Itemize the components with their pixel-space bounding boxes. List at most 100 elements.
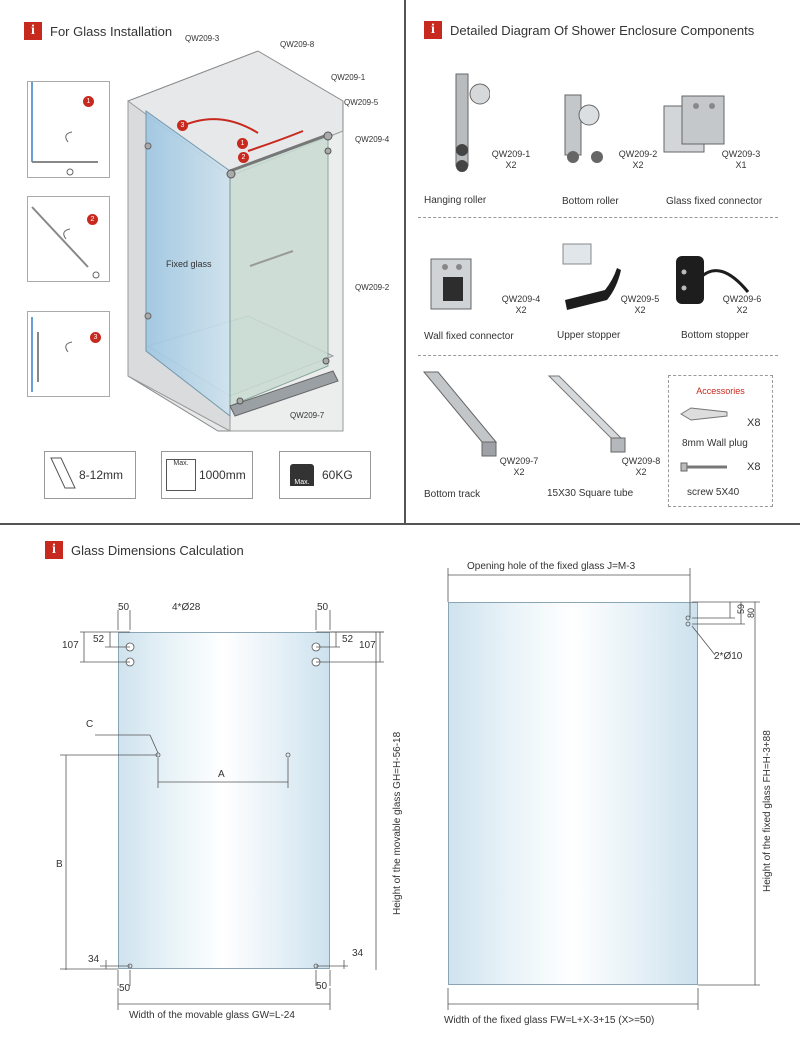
part-code-7: QW209-7 X2 xyxy=(496,456,542,478)
part-qty-4: X2 xyxy=(515,305,527,315)
screw-name: screw 5X40 xyxy=(687,487,740,498)
vertical-divider xyxy=(404,0,406,524)
part-code-3-text: QW209-3 xyxy=(721,149,761,159)
dimensions-title: Glass Dimensions Calculation xyxy=(71,542,244,558)
thickness-spec: 8-12mm xyxy=(44,451,136,499)
part-code-2-text: QW209-2 xyxy=(618,149,658,159)
fixed-width-label: Width of the fixed glass FW=L+X-3+15 (X>… xyxy=(444,1015,655,1026)
step-2-thumbnail xyxy=(27,196,110,282)
movable-top-right-50: 50 xyxy=(317,602,329,613)
part-name-3: Glass fixed connector xyxy=(666,196,763,207)
info-icon: i xyxy=(45,541,63,559)
part-code-7-text: QW209-7 xyxy=(499,456,539,466)
bottom-track-icon xyxy=(422,371,498,457)
step-3-drawing xyxy=(31,317,73,392)
weight-icon: Max. xyxy=(290,464,314,486)
code-qw209-7: QW209-7 xyxy=(290,411,325,420)
movable-hole-note: 4*Ø28 xyxy=(172,602,201,613)
wall-plug-name: 8mm Wall plug xyxy=(682,438,748,449)
movable-height-label: Height of the movable glass GH=H-56-18 xyxy=(392,731,403,915)
code-qw209-1: QW209-1 xyxy=(331,73,366,82)
weight-value: 60KG xyxy=(322,468,353,482)
arrow-1-badge: 1 xyxy=(237,138,248,149)
code-qw209-4: QW209-4 xyxy=(355,135,390,144)
step-1-drawing xyxy=(31,82,98,176)
part-name-2: Bottom roller xyxy=(562,196,619,207)
thickness-value: 8-12mm xyxy=(79,468,124,482)
wall-plug-icon xyxy=(680,407,728,421)
fixed-glass-label: Fixed glass xyxy=(166,259,212,269)
glass-fixed-connector-icon xyxy=(663,95,725,153)
step-1-badge: 1 xyxy=(83,96,94,107)
part-qty-2: X2 xyxy=(632,160,644,170)
step-2-drawing xyxy=(31,206,100,279)
step-3-thumbnail xyxy=(27,311,110,397)
part-code-6: QW209-6 X2 xyxy=(719,294,765,316)
part-code-5: QW209-5 X2 xyxy=(617,294,663,316)
part-code-8: QW209-8 X2 xyxy=(618,456,664,478)
part-code-1-text: QW209-1 xyxy=(491,149,531,159)
arrow-3-badge: 3 xyxy=(177,120,188,131)
movable-glass-dimensions xyxy=(60,610,384,1010)
movable-bottom-right-34: 34 xyxy=(352,948,364,959)
hanging-roller-icon xyxy=(455,73,490,172)
weight-spec: Max. 60KG xyxy=(279,451,371,499)
bottom-roller-icon xyxy=(564,94,603,163)
movable-bottom-left-50: 50 xyxy=(119,983,131,994)
square-tube-icon xyxy=(547,375,626,453)
width-spec: Max. 1000mm xyxy=(161,451,253,499)
code-qw209-5: QW209-5 xyxy=(344,98,379,107)
part-name-4: Wall fixed connector xyxy=(424,331,514,342)
movable-label-a: A xyxy=(218,769,225,780)
width-icon: Max. xyxy=(166,459,196,491)
part-name-8: 15X30 Square tube xyxy=(547,488,634,499)
step-2-badge: 2 xyxy=(87,214,98,225)
movable-left-52: 52 xyxy=(93,634,105,645)
movable-top-left-50: 50 xyxy=(118,602,130,613)
screw-qty: X8 xyxy=(747,461,761,473)
code-qw209-8: QW209-8 xyxy=(280,40,315,49)
fixed-dim-80: 80 xyxy=(746,607,756,618)
code-qw209-3: QW209-3 xyxy=(185,34,220,43)
code-qw209-2: QW209-2 xyxy=(355,283,390,292)
dimensions-header: i Glass Dimensions Calculation xyxy=(45,541,244,559)
movable-right-52: 52 xyxy=(342,634,354,645)
movable-label-b: B xyxy=(56,859,63,870)
part-code-1: QW209-1 X2 xyxy=(488,149,534,171)
part-code-2: QW209-2 X2 xyxy=(615,149,661,171)
part-name-7: Bottom track xyxy=(424,489,481,500)
installation-title: For Glass Installation xyxy=(50,23,173,39)
width-max-tag: Max. xyxy=(173,460,189,467)
part-qty-3: X1 xyxy=(735,160,747,170)
movable-bottom-right-50: 50 xyxy=(316,981,328,992)
fixed-hole-note: 2*Ø10 xyxy=(714,651,743,662)
part-name-5: Upper stopper xyxy=(557,330,621,341)
movable-left-107: 107 xyxy=(62,640,79,651)
part-qty-1: X2 xyxy=(505,160,517,170)
fixed-glass-dimensions xyxy=(447,568,760,1010)
fixed-opening-label: Opening hole of the fixed glass J=M-3 xyxy=(467,561,636,572)
glass-edge-icon xyxy=(50,457,76,489)
installation-header: i For Glass Installation xyxy=(24,22,172,40)
fixed-dim-59: 59 xyxy=(736,603,746,614)
part-name-1: Hanging roller xyxy=(424,195,487,206)
part-qty-8: X2 xyxy=(635,467,647,477)
part-qty-5: X2 xyxy=(634,305,646,315)
movable-glass-panel xyxy=(118,632,330,969)
bottom-stopper-icon xyxy=(676,256,750,304)
movable-label-c: C xyxy=(86,719,94,730)
part-code-6-text: QW209-6 xyxy=(722,294,762,304)
movable-width-label: Width of the movable glass GW=L-24 xyxy=(129,1010,295,1021)
wall-fixed-connector-icon xyxy=(430,258,472,310)
part-code-8-text: QW209-8 xyxy=(621,456,661,466)
part-name-6: Bottom stopper xyxy=(681,330,749,341)
horizontal-divider xyxy=(0,523,800,525)
screw-icon xyxy=(680,462,727,472)
accessories-box: Accessories X8 8mm Wall plug X8 screw 5X… xyxy=(668,375,773,507)
info-icon: i xyxy=(424,21,442,39)
fixed-glass-panel xyxy=(448,602,698,985)
part-qty-7: X2 xyxy=(513,467,525,477)
movable-right-107: 107 xyxy=(359,640,376,651)
components-header: i Detailed Diagram Of Shower Enclosure C… xyxy=(424,21,754,39)
part-code-5-text: QW209-5 xyxy=(620,294,660,304)
